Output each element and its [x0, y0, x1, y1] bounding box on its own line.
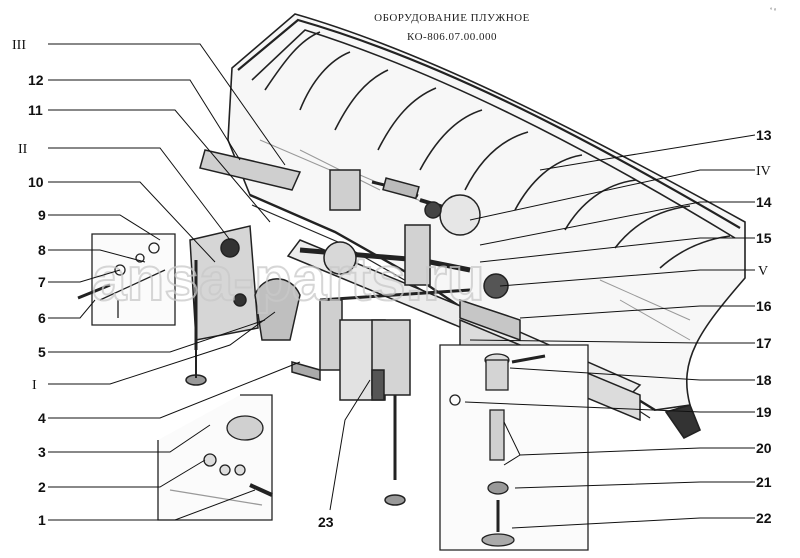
callout-3: 3 [38, 444, 46, 460]
callout-4: 4 [38, 410, 46, 426]
callout-5: 5 [38, 344, 46, 360]
callout-20: 20 [756, 440, 772, 456]
inset-foot-detail [439, 344, 589, 551]
watermark: ansa-parts.ru [92, 245, 485, 314]
callout-21: 21 [756, 474, 772, 490]
corner-mark: ° ⁿ [770, 7, 776, 14]
callout-15: 15 [756, 230, 772, 246]
mounting-bracket [185, 225, 301, 386]
callout-9: 9 [38, 207, 46, 223]
callout-12: 12 [28, 72, 44, 88]
diagram-part-number: КО-806.07.00.000 [407, 31, 497, 43]
callout-14: 14 [756, 194, 772, 210]
callout-8: 8 [38, 242, 46, 258]
callouts-left: III 12 11 II 10 9 8 7 6 5 I 4 3 2 1 [12, 38, 46, 528]
callout-19: 19 [756, 404, 772, 420]
callout-18: 18 [756, 372, 772, 388]
callout-6: 6 [38, 310, 46, 326]
inset-bolt-detail [77, 233, 176, 326]
callout-IV: IV [756, 164, 771, 179]
callout-16: 16 [756, 298, 772, 314]
callout-23: 23 [318, 514, 334, 530]
callout-10: 10 [28, 174, 44, 190]
callout-17: 17 [756, 335, 772, 351]
inset-hinge-detail [157, 394, 273, 521]
diagram-title: ОБОРУДОВАНИЕ ПЛУЖНОЕ [374, 12, 530, 24]
callout-13: 13 [756, 127, 772, 143]
callout-2: 2 [38, 479, 46, 495]
callout-III: III [12, 38, 26, 53]
callout-22: 22 [756, 510, 772, 526]
callout-I: I [32, 378, 37, 393]
support-column [291, 299, 411, 506]
callout-II: II [18, 142, 28, 157]
callout-11: 11 [28, 102, 43, 118]
callout-1: 1 [38, 512, 46, 528]
callouts-right: 13 IV 14 15 V 16 17 18 19 20 21 22 [756, 127, 772, 526]
leader-lines [48, 43, 756, 529]
callout-7: 7 [38, 274, 46, 290]
callouts-bottom: 23 [318, 514, 334, 530]
hydraulic-linkage [299, 169, 521, 342]
callout-V: V [758, 264, 768, 279]
